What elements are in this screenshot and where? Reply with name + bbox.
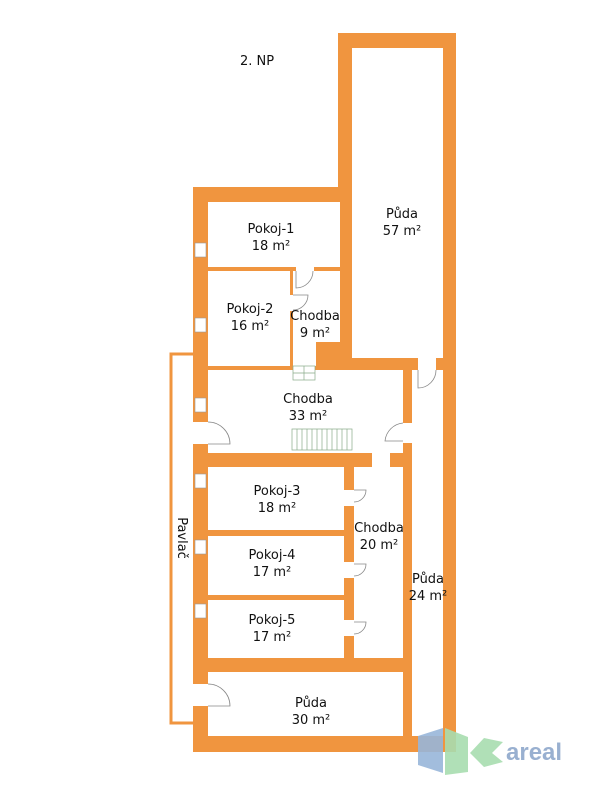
logo-cube-green bbox=[445, 728, 468, 775]
logo-arrow bbox=[470, 738, 503, 767]
floor-title: 2. NP bbox=[240, 54, 274, 69]
room-pokoj-3 bbox=[208, 467, 344, 530]
room-label: Půda bbox=[386, 207, 418, 222]
room-area: 24 m² bbox=[409, 589, 448, 604]
room-area: 16 m² bbox=[231, 319, 270, 334]
windows bbox=[194, 242, 207, 619]
pavlac-balcony bbox=[169, 352, 197, 725]
room-area: 18 m² bbox=[252, 239, 291, 254]
room-puda-30 bbox=[208, 672, 403, 736]
room-area: 33 m² bbox=[289, 409, 328, 424]
room-area: 17 m² bbox=[253, 630, 292, 645]
room-label: Pokoj-5 bbox=[249, 613, 296, 628]
room-area: 57 m² bbox=[383, 224, 422, 239]
room-label: Chodba bbox=[290, 309, 340, 324]
room-pokoj-4 bbox=[208, 536, 344, 595]
room-area: 9 m² bbox=[300, 326, 330, 341]
room-label: Chodba bbox=[354, 521, 404, 536]
doors bbox=[193, 267, 437, 707]
room-pokoj-5 bbox=[208, 600, 344, 658]
room-label: Půda bbox=[295, 696, 327, 711]
room-label: Chodba bbox=[283, 392, 333, 407]
room-label: Pokoj-3 bbox=[254, 484, 301, 499]
room-puda-24 bbox=[412, 370, 443, 736]
room-area: 30 m² bbox=[292, 713, 331, 728]
room-puda-57 bbox=[352, 48, 443, 358]
room-label: Pokoj-1 bbox=[248, 222, 295, 237]
room-label: Pokoj-2 bbox=[227, 302, 274, 317]
room-label-pavlac: Pavlač bbox=[174, 517, 189, 559]
room-area: 18 m² bbox=[258, 501, 297, 516]
room-area: 20 m² bbox=[360, 538, 399, 553]
room-area: 17 m² bbox=[253, 565, 292, 580]
room-pokoj-1 bbox=[208, 202, 340, 267]
room-chodba-20 bbox=[354, 467, 403, 658]
room-pokoj-2 bbox=[208, 271, 290, 366]
room-label: Půda bbox=[412, 572, 444, 587]
stairs bbox=[291, 365, 353, 451]
logo-cube-blue bbox=[418, 728, 443, 773]
room-label: Pokoj-4 bbox=[249, 548, 296, 563]
logo-text: areal bbox=[506, 739, 562, 766]
areal-logo: areal bbox=[418, 728, 562, 775]
